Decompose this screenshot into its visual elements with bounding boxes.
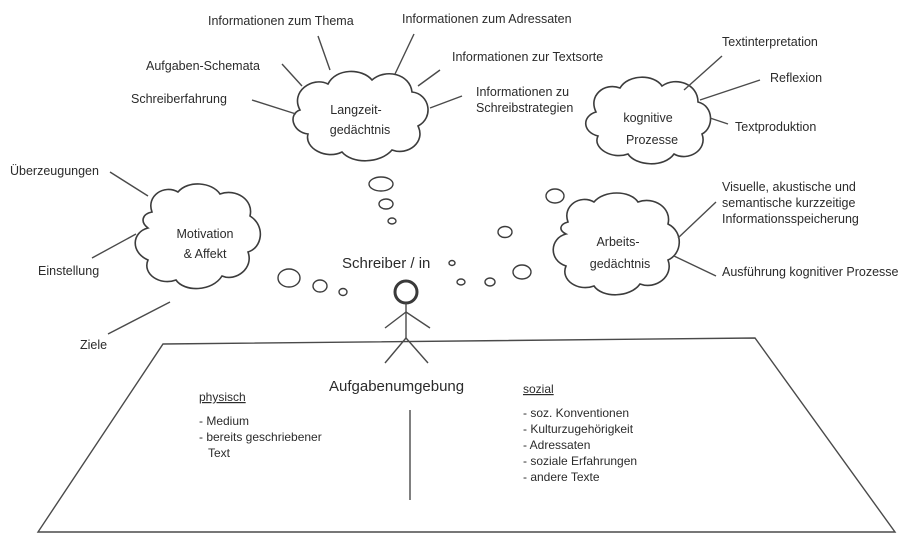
longterm-connectors [251, 33, 463, 115]
cognitive-connectors [683, 55, 761, 125]
social-item: - soziale Erfahrungen [523, 454, 637, 468]
cognitive-label-2: Prozesse [626, 133, 678, 147]
social-item: - soz. Konventionen [523, 406, 629, 420]
longterm-item-textsorte: Informationen zur Textsorte [452, 50, 603, 64]
cloud-motivation [134, 183, 262, 290]
cognitive-item-interpretation: Textinterpretation [722, 35, 818, 49]
social-item: - Kulturzugehörigkeit [523, 422, 634, 436]
motivation-connectors [91, 171, 171, 335]
longterm-item-thema: Informationen zum Thema [208, 14, 354, 28]
working-item-speicher-1: Visuelle, akustische und [722, 180, 856, 194]
physical-item-text-1: - bereits geschriebener [199, 430, 322, 444]
environment-label: Aufgabenumgebung [329, 378, 464, 395]
longterm-label-2: gedächtnis [330, 123, 390, 137]
motivation-item-ueberzeugungen: Überzeugungen [10, 164, 99, 178]
motivation-item-einstellung: Einstellung [38, 264, 99, 278]
longterm-item-erfahrung: Schreiberfahrung [131, 92, 227, 106]
motivation-label-2: & Affekt [184, 247, 227, 261]
cloud-longterm [292, 70, 429, 162]
motivation-label-1: Motivation [177, 227, 234, 241]
social-item: - Adressaten [523, 438, 590, 452]
working-connectors [673, 201, 717, 277]
physical-heading: physisch [199, 390, 246, 404]
longterm-item-strategien-2: Schreibstrategien [476, 101, 573, 115]
longterm-item-strategien-1: Informationen zu [476, 85, 569, 99]
longterm-label-1: Langzeit- [330, 103, 381, 117]
working-item-speicher-3: Informationsspeicherung [722, 212, 859, 226]
working-label-1: Arbeits- [596, 235, 639, 249]
motivation-item-ziele: Ziele [80, 338, 107, 352]
working-item-ausfuehrung: Ausführung kognitiver Prozesse [722, 265, 899, 279]
physical-item-text-2: Text [208, 446, 231, 460]
cloud-working [552, 192, 681, 296]
cognitive-label-1: kognitive [623, 111, 672, 125]
longterm-item-schemata: Aufgaben-Schemata [146, 59, 260, 73]
working-item-speicher-2: semantische kurzzeitige [722, 196, 855, 210]
social-heading: sozial [523, 382, 554, 396]
social-item: - andere Texte [523, 470, 600, 484]
longterm-item-adressaten: Informationen zum Adressaten [402, 12, 572, 26]
physical-item-medium: - Medium [199, 414, 249, 428]
cognitive-item-produktion: Textproduktion [735, 120, 816, 134]
working-label-2: gedächtnis [590, 257, 650, 271]
writer-figure [384, 279, 431, 364]
task-environment-floor [36, 337, 897, 533]
thought-bubbles [277, 176, 565, 297]
cloud-cognitive [584, 76, 712, 165]
writer-label: Schreiber / in [342, 255, 430, 272]
cognitive-item-reflexion: Reflexion [770, 71, 822, 85]
